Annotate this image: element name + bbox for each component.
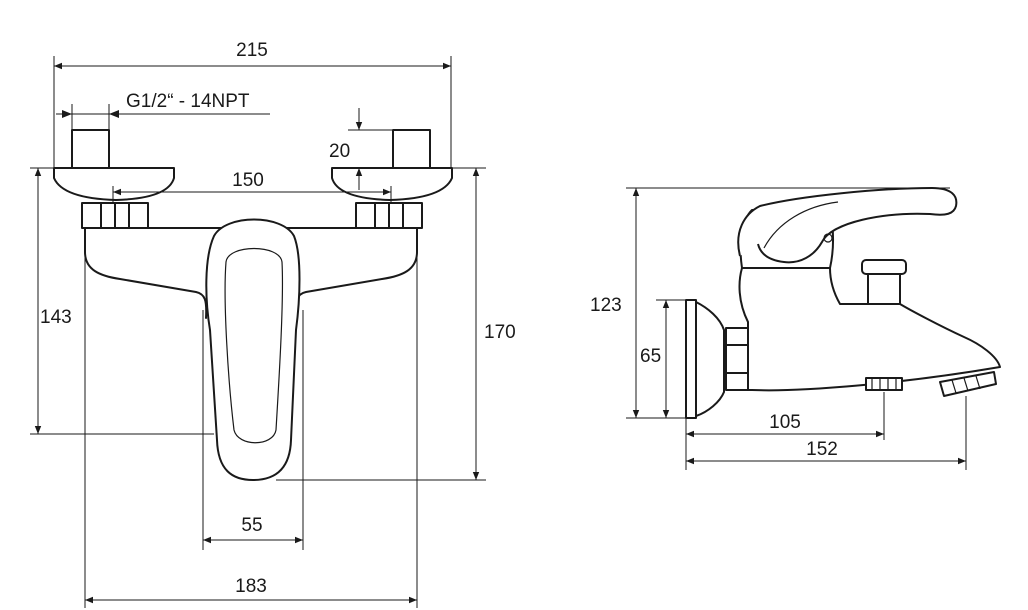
- dim-inlet-spacing: 150: [232, 170, 264, 191]
- front-dimensions: 215 G1/2“ - 14NPT 20 150 143 170 55: [30, 40, 516, 608]
- side-lever-handle: [737, 187, 958, 264]
- side-shower-outlet: [865, 377, 903, 391]
- dim-body-width: 183: [235, 576, 267, 597]
- left-eccentric-stem: [71, 129, 110, 171]
- right-union-nut: [355, 202, 423, 229]
- side-dimensions: 123 65 105 152: [590, 187, 967, 470]
- side-spout-aerator: [939, 371, 997, 397]
- left-cover-flange: [53, 167, 175, 201]
- side-body-spout: [738, 267, 1001, 392]
- side-diverter-knob: [861, 259, 907, 275]
- dim-total-height: 123: [590, 295, 622, 316]
- dim-lever-width: 55: [241, 515, 262, 536]
- lever-handle: [205, 218, 301, 481]
- side-view: [685, 187, 1001, 419]
- side-wall-flange: [685, 299, 697, 419]
- side-flange-cone: [695, 301, 725, 417]
- dim-height-right: 170: [484, 322, 516, 343]
- right-eccentric-stem: [392, 129, 431, 171]
- side-connector-nut: [725, 327, 749, 391]
- dim-eccentric-height: 20: [329, 141, 350, 162]
- dim-overall-width: 215: [236, 40, 268, 61]
- dim-spout-projection: 152: [806, 439, 838, 460]
- dim-height-left: 143: [40, 307, 72, 328]
- dim-shower-outlet-distance: 105: [769, 412, 801, 433]
- left-union-nut: [81, 202, 149, 229]
- right-cover-flange: [331, 167, 453, 201]
- thread-spec-label: G1/2“ - 14NPT: [126, 91, 250, 112]
- dim-flange-height: 65: [640, 346, 661, 367]
- lever-inner-line: [224, 247, 284, 444]
